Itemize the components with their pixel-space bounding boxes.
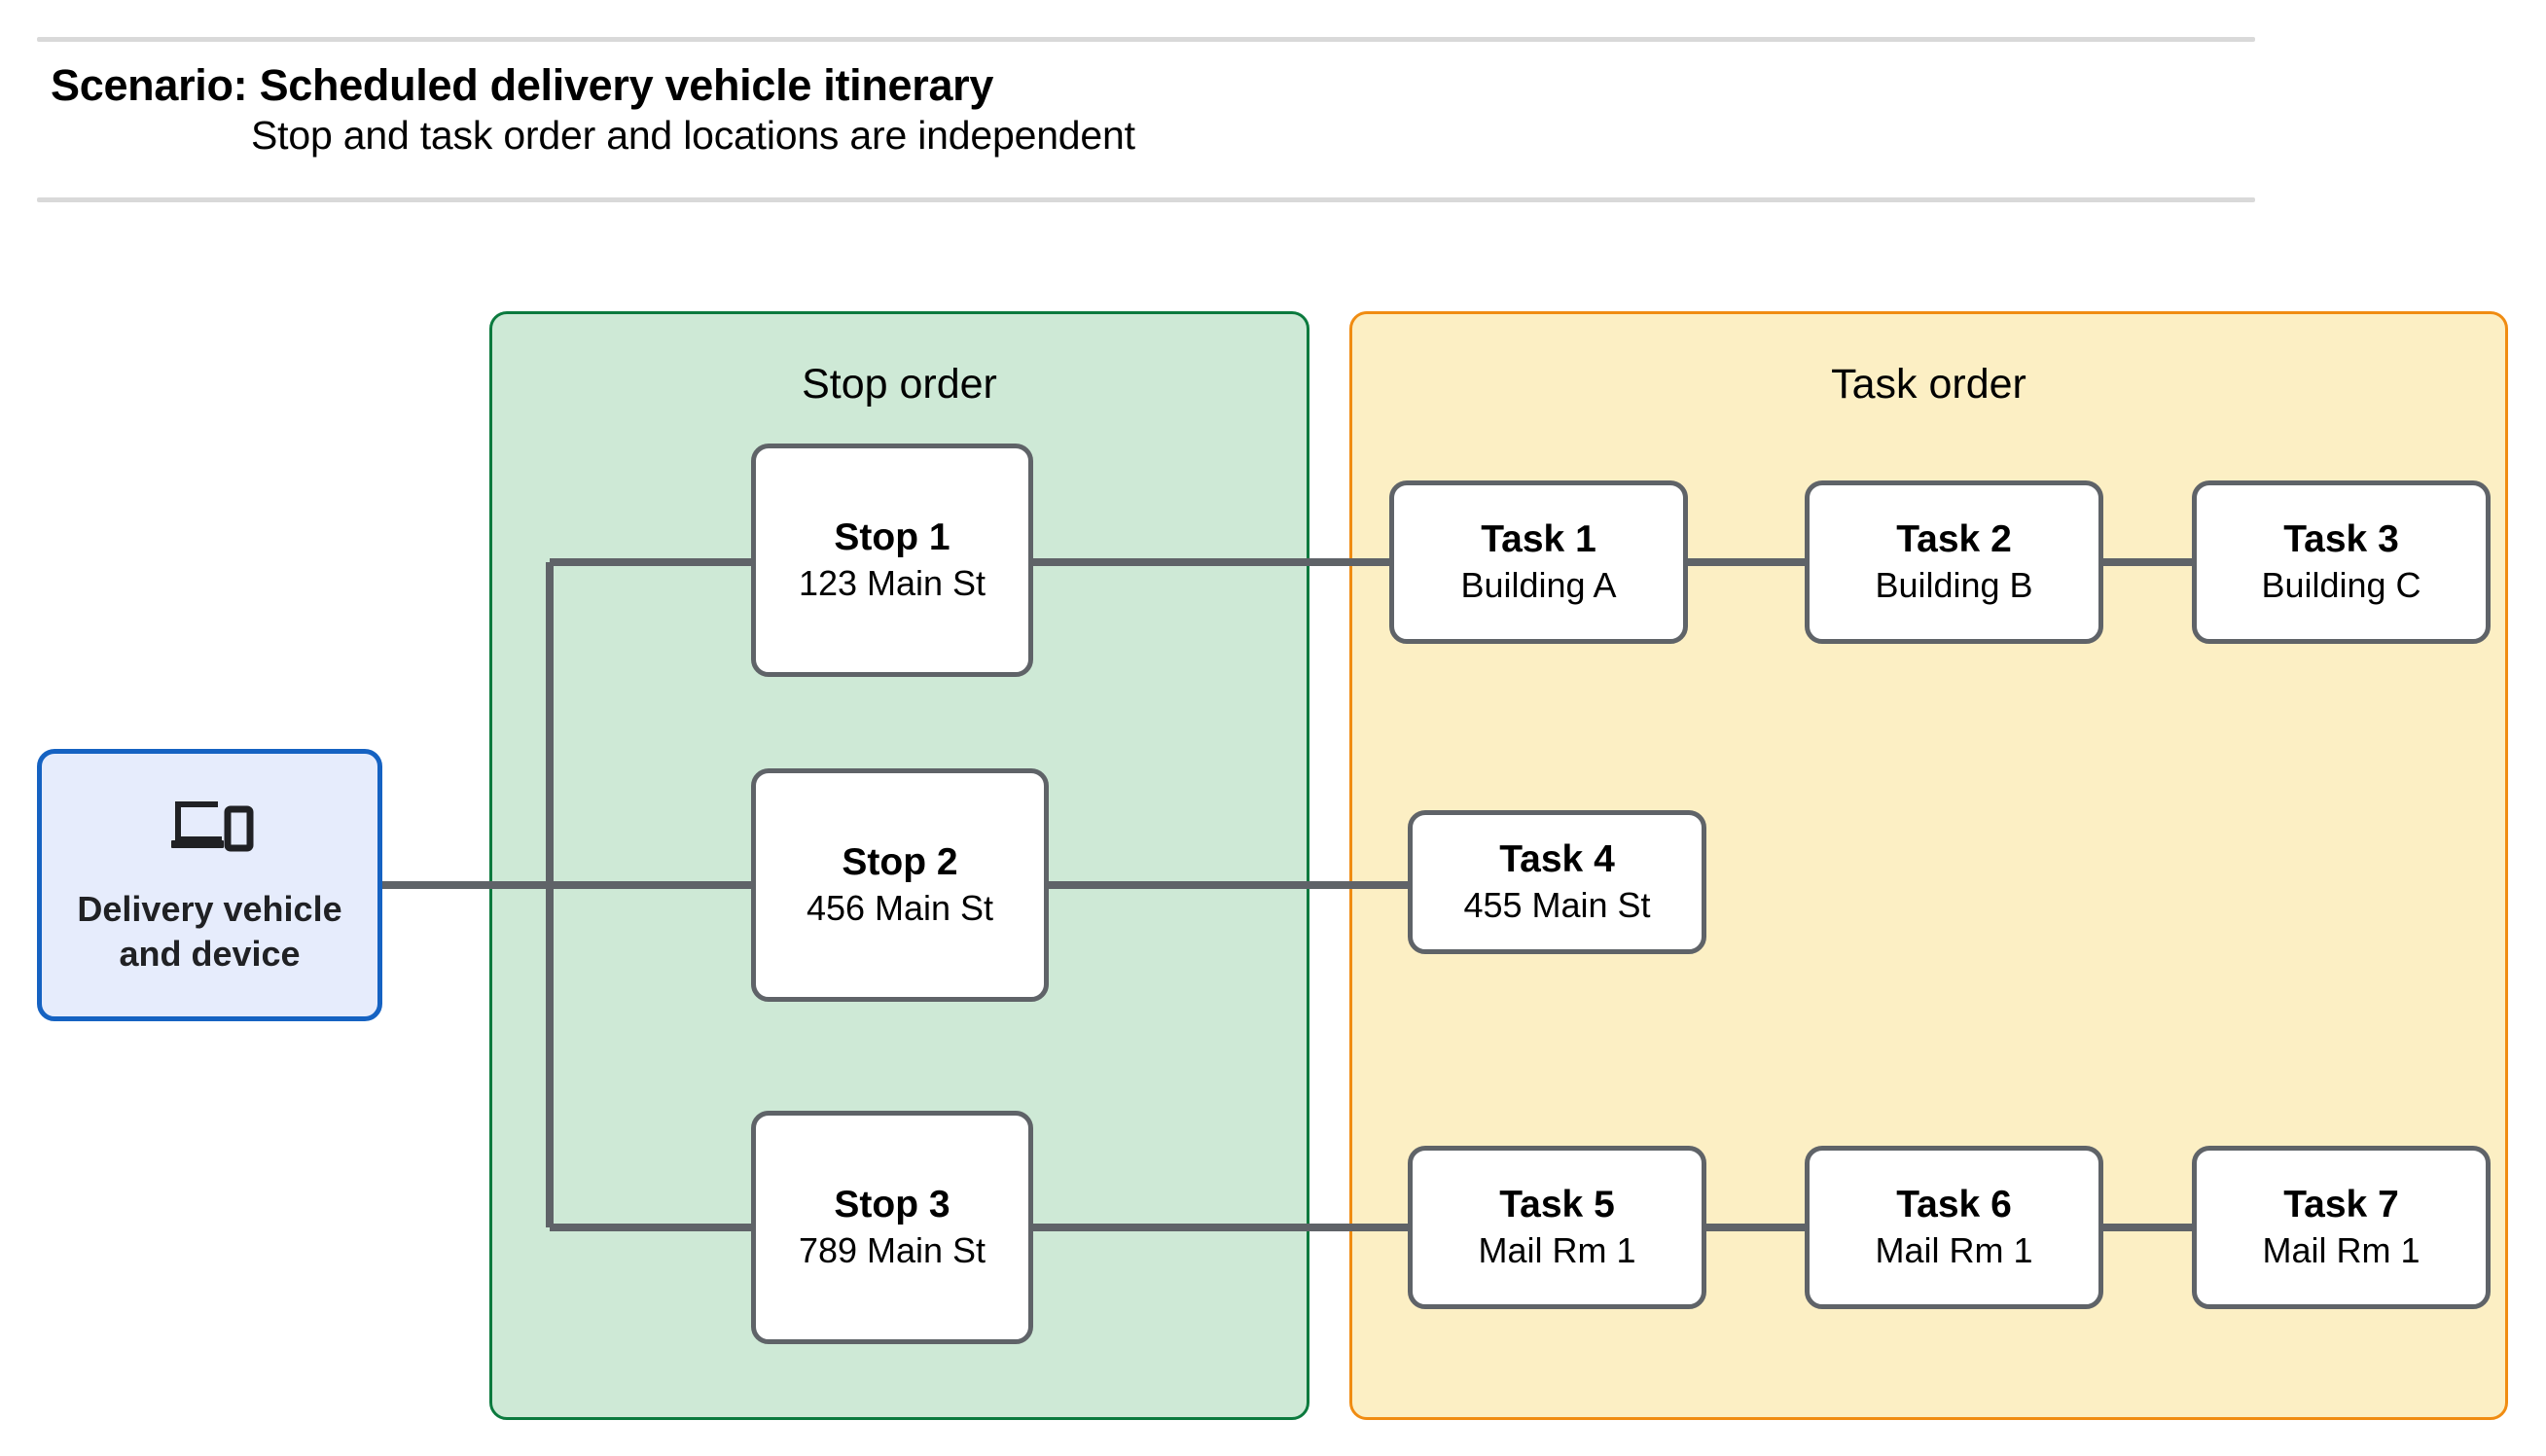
page-title: Scenario: Scheduled delivery vehicle iti… [51, 60, 994, 110]
task-node-location: Mail Rm 1 [2262, 1230, 2420, 1271]
task-node-location: Building B [1875, 565, 2033, 606]
stop-node-2[interactable]: Stop 2 456 Main St [751, 768, 1049, 1002]
task-node-5[interactable]: Task 5 Mail Rm 1 [1408, 1146, 1706, 1309]
header-divider-bottom [37, 197, 2255, 202]
delivery-vehicle-node[interactable]: Delivery vehicle and device [37, 749, 382, 1021]
stop-node-location: 789 Main St [798, 1230, 986, 1271]
task-node-title: Task 6 [1896, 1184, 2012, 1226]
task-node-location: Building C [2261, 565, 2421, 606]
stop-node-location: 456 Main St [806, 888, 994, 929]
task-node-title: Task 3 [2283, 518, 2399, 561]
stop-node-1[interactable]: Stop 1 123 Main St [751, 444, 1033, 677]
task-node-title: Task 5 [1499, 1184, 1615, 1226]
page-subtitle: Stop and task order and locations are in… [251, 113, 1135, 158]
stop-order-title: Stop order [802, 361, 997, 408]
stop-node-location: 123 Main St [798, 563, 986, 604]
stop-node-title: Stop 1 [834, 516, 950, 559]
task-node-3[interactable]: Task 3 Building C [2192, 480, 2491, 644]
header: Scenario: Scheduled delivery vehicle iti… [0, 0, 2546, 209]
task-node-location: Building A [1460, 565, 1617, 606]
task-node-location: 455 Main St [1463, 885, 1651, 926]
header-divider-top [37, 37, 2255, 42]
task-order-title: Task order [1831, 361, 2026, 408]
stop-node-title: Stop 2 [842, 841, 958, 884]
task-node-7[interactable]: Task 7 Mail Rm 1 [2192, 1146, 2491, 1309]
task-node-6[interactable]: Task 6 Mail Rm 1 [1805, 1146, 2103, 1309]
task-node-1[interactable]: Task 1 Building A [1389, 480, 1688, 644]
task-node-title: Task 4 [1499, 838, 1615, 881]
laptop-and-phone-icon [165, 794, 255, 854]
stop-node-3[interactable]: Stop 3 789 Main St [751, 1111, 1033, 1344]
delivery-vehicle-label: Delivery vehicle and device [77, 888, 342, 974]
task-node-location: Mail Rm 1 [1478, 1230, 1636, 1271]
task-node-title: Task 1 [1481, 518, 1596, 561]
task-node-title: Task 7 [2283, 1184, 2399, 1226]
task-node-2[interactable]: Task 2 Building B [1805, 480, 2103, 644]
stop-node-title: Stop 3 [834, 1184, 950, 1226]
task-node-location: Mail Rm 1 [1875, 1230, 2033, 1271]
task-node-4[interactable]: Task 4 455 Main St [1408, 810, 1706, 954]
task-node-title: Task 2 [1896, 518, 2012, 561]
